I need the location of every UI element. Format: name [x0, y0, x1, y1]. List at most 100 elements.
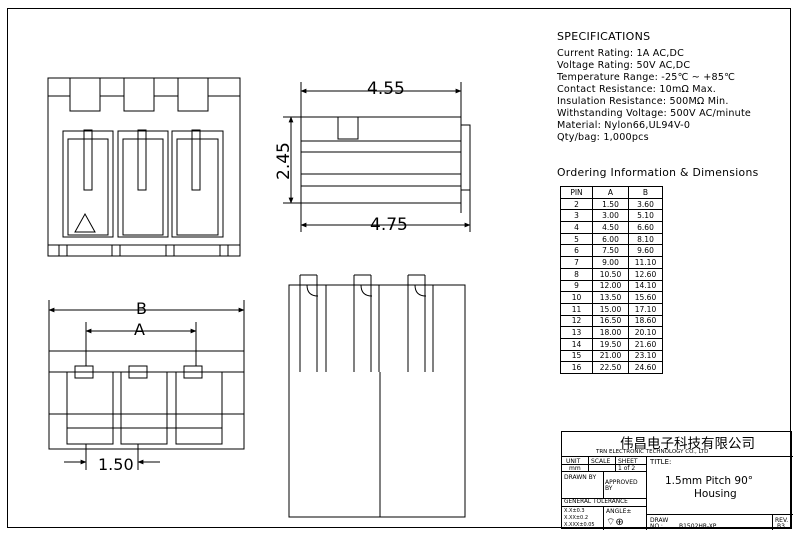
side-view	[283, 82, 471, 232]
cell-a: 18.00	[592, 326, 629, 339]
unit-label: UNIT	[566, 458, 581, 465]
header-pin: PIN	[560, 186, 593, 199]
title-block: 伟昌电子科技有限公司 TRN ELECTRONIC TECHNOLOGY CO.…	[561, 431, 793, 530]
cell-pin: 9	[560, 279, 593, 293]
cell-pin: 16	[560, 361, 593, 374]
spec-line: Qty/bag: 1,000pcs	[557, 132, 649, 143]
cell-b: 11.10	[628, 256, 663, 269]
cell-b: 8.10	[628, 232, 663, 246]
projection-symbol-icon: ⌔⊕	[606, 517, 624, 528]
dim-b-label: B	[136, 299, 147, 318]
cell-pin: 2	[560, 197, 593, 211]
cell-a: 19.50	[592, 337, 629, 351]
dim-2-45-label: 2.45	[274, 142, 294, 180]
cell-b: 24.60	[628, 361, 663, 374]
cell-a: 16.50	[592, 314, 629, 328]
tolerance-3: X.XXX±0.05	[564, 522, 595, 528]
cell-pin: 13	[560, 326, 593, 339]
dim-4-55-label: 4.55	[367, 79, 405, 99]
specifications-title: SPECIFICATIONS	[557, 30, 651, 43]
cell-b: 6.60	[628, 221, 663, 234]
spec-line: Contact Resistance: 10mΩ Max.	[557, 84, 716, 95]
cell-a: 1.50	[592, 197, 629, 211]
tolerance-1: X.X±0.3	[564, 508, 585, 514]
cell-pin: 11	[560, 302, 593, 316]
spec-line: Current Rating: 1A AC,DC	[557, 48, 685, 59]
dim-a-label: A	[134, 320, 145, 339]
cell-pin: 14	[560, 337, 593, 351]
cell-pin: 12	[560, 314, 593, 328]
cell-a: 21.00	[592, 349, 629, 363]
company-name-en: TRN ELECTRONIC TECHNOLOGY CO., LTD	[596, 449, 709, 455]
rear-view	[288, 274, 466, 518]
cell-pin: 6	[560, 244, 593, 258]
sheet-value: 1 of 2	[618, 465, 636, 472]
cell-b: 21.60	[628, 337, 663, 351]
cell-a: 10.50	[592, 267, 629, 281]
cell-a: 7.50	[592, 244, 629, 258]
cell-pin: 7	[560, 256, 593, 269]
draw-no-label-2: NO.:	[650, 523, 663, 530]
sheet-label: SHEET	[618, 458, 638, 465]
cell-pin: 3	[560, 209, 593, 223]
drawing-frame	[7, 8, 791, 528]
spec-line: Material: Nylon66,UL94V-0	[557, 120, 691, 131]
specifications-list: Current Rating: 1A AC,DC Voltage Rating:…	[557, 48, 751, 144]
cell-a: 12.00	[592, 279, 629, 293]
cell-b: 15.60	[628, 291, 663, 304]
draw-no-value: B1502HR-XP	[679, 523, 717, 530]
tolerance-2: X.XX±0.2	[564, 515, 589, 521]
cell-b: 5.10	[628, 209, 663, 223]
spec-line: Insulation Resistance: 500MΩ Min.	[557, 96, 729, 107]
cell-a: 13.50	[592, 291, 629, 304]
cell-b: 18.60	[628, 314, 663, 328]
front-view	[47, 77, 241, 257]
angle-label: ANGLE±	[606, 508, 632, 515]
draw-no-label-1: DRAW	[650, 517, 669, 524]
cell-b: 17.10	[628, 302, 663, 316]
spec-line: Withstanding Voltage: 500V AC/minute	[557, 108, 752, 119]
cell-b: 14.10	[628, 279, 663, 293]
dim-4-75-label: 4.75	[370, 215, 408, 235]
drawing-title-line1: 1.5mm Pitch 90°	[665, 475, 754, 487]
title-label: TITLE:	[650, 458, 672, 466]
cell-a: 22.50	[592, 361, 629, 374]
bottom-view	[48, 300, 245, 470]
cell-pin: 10	[560, 291, 593, 304]
drawing-title-line2: Housing	[694, 488, 737, 500]
approved-by-label-2: BY	[605, 485, 613, 492]
unit-value: mm	[569, 465, 581, 472]
ordering-title: Ordering Information & Dimensions	[557, 166, 759, 179]
general-tolerance-label: GENERAL TOLERANCE	[564, 499, 628, 505]
cell-a: 3.00	[592, 209, 629, 223]
cell-a: 4.50	[592, 221, 629, 234]
cell-pin: 15	[560, 349, 593, 363]
cell-b: 12.60	[628, 267, 663, 281]
rev-label: REV.	[775, 517, 789, 524]
cell-a: 15.00	[592, 302, 629, 316]
approved-by-label-1: APPROVED	[605, 479, 638, 486]
cell-pin: 4	[560, 221, 593, 234]
cell-pin: 5	[560, 232, 593, 246]
cell-a: 6.00	[592, 232, 629, 246]
header-b: B	[628, 186, 663, 199]
header-a: A	[592, 186, 629, 199]
scale-label: SCALE	[591, 458, 611, 465]
table-header-row: PIN A B	[560, 186, 663, 199]
